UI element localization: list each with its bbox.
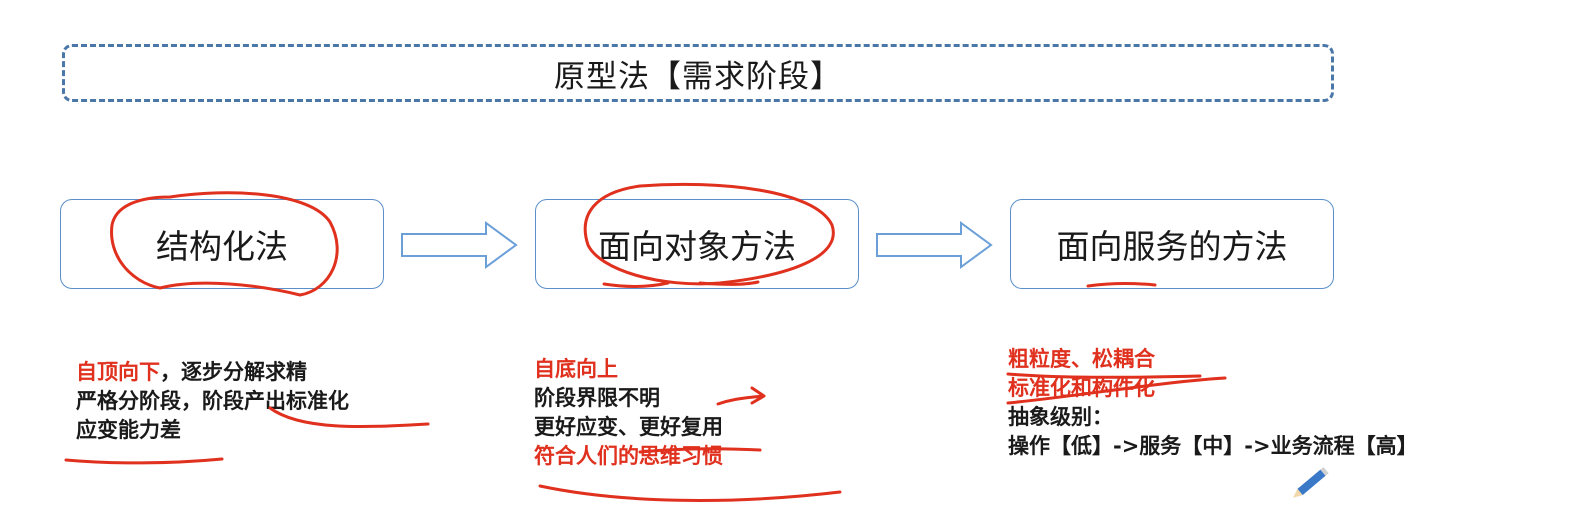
structured-desc-line-3: 应变能力差: [76, 418, 181, 442]
oo-desc-line-1: 自底向上: [534, 357, 618, 381]
oo-desc-line-2: 阶段界限不明: [534, 386, 660, 410]
object-oriented-description: 自底向上 阶段界限不明 更好应变、更好复用 符合人们的思维习惯: [534, 355, 723, 471]
structured-desc-line-1-rest: ，逐步分解求精: [160, 360, 307, 384]
structured-desc-line-1: 自顶向下，逐步分解求精: [76, 358, 349, 387]
method-box-structured: 结构化法: [60, 199, 384, 289]
so-desc-line-4: 操作【低】->服务【中】->业务流程【高】: [1008, 434, 1418, 458]
so-desc-line-2: 标准化和构件化: [1008, 376, 1155, 400]
underline-structured-line-3: [64, 457, 224, 465]
page-title-box: 原型法【需求阶段】: [62, 44, 1334, 102]
underline-object-oriented-line-4: [538, 484, 842, 502]
page-title: 原型法【需求阶段】: [554, 58, 842, 95]
structured-description: 自顶向下，逐步分解求精 严格分阶段，阶段产出标准化 应变能力差: [76, 358, 349, 445]
so-desc-line-1: 粗粒度、松耦合: [1008, 347, 1155, 371]
oo-desc-line-4: 符合人们的思维习惯: [534, 444, 723, 468]
block-arrow-right-icon: [876, 221, 993, 269]
pencil-icon: [1293, 467, 1329, 498]
method-label-object-oriented: 面向对象方法: [598, 227, 796, 266]
service-oriented-description: 粗粒度、松耦合 标准化和构件化 抽象级别： 操作【低】->服务【中】->业务流程…: [1008, 345, 1418, 461]
structured-desc-line-2: 严格分阶段，阶段产出标准化: [76, 389, 349, 413]
block-arrow-right-icon: [401, 221, 518, 269]
arrow-annotation-object-oriented: [716, 386, 766, 406]
so-desc-line-3: 抽象级别：: [1008, 405, 1113, 429]
method-box-service-oriented: 面向服务的方法: [1010, 199, 1334, 289]
structured-desc-highlight: 自顶向下: [76, 360, 160, 384]
method-label-structured: 结构化法: [156, 227, 288, 266]
oo-desc-line-3: 更好应变、更好复用: [534, 415, 723, 439]
method-box-object-oriented: 面向对象方法: [535, 199, 859, 289]
method-label-service-oriented: 面向服务的方法: [1056, 227, 1288, 266]
